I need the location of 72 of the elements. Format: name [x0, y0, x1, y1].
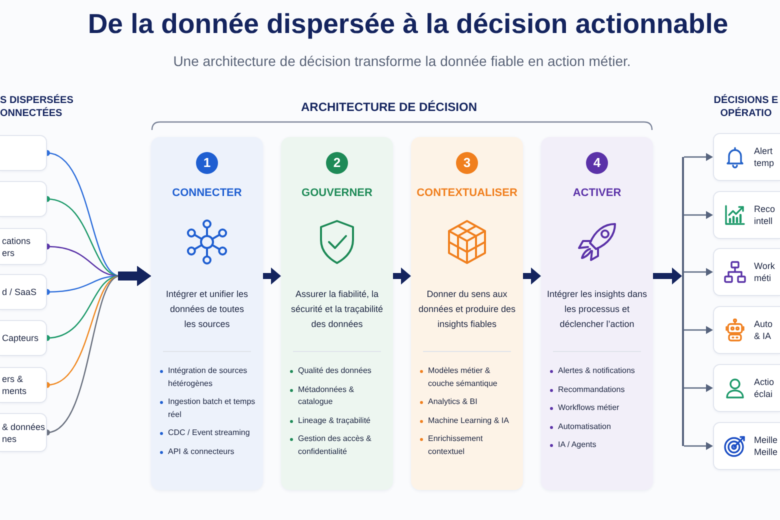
stage-panel [541, 137, 653, 490]
decision-card [713, 422, 780, 470]
bullet-item: Recommandations [549, 384, 647, 396]
decision-label: Actio éclai [754, 376, 776, 400]
stage-panel [281, 137, 393, 490]
arrow [684, 442, 713, 450]
stage-description: Donner du sens aux données et produire des insights fiables [417, 288, 517, 331]
decision-label: Alert temp [754, 145, 776, 169]
step-badge: 1 [196, 152, 218, 174]
decision-card [713, 191, 780, 239]
title: De la donnée dispersée à la décision actionnable [86, 7, 730, 41]
source-box [0, 228, 47, 265]
stage-description: Intégrer et unifier les données de toutes les sources [164, 288, 250, 331]
bullet-item: Enrichissement contextuel [419, 433, 517, 458]
decision-label: Reco intell [754, 203, 776, 227]
stage-description: Intégrer les insights dans les processus et déclencher l’action [546, 288, 648, 331]
section-heading: ARCHITECTURE DE DÉCISION [300, 100, 478, 115]
bullet-item: Alertes & notifications [549, 365, 647, 378]
decision-card [713, 133, 780, 181]
arrow [684, 326, 713, 334]
source-label: cations ers [2, 234, 32, 258]
stage-title: CONTEXTUALISER [416, 186, 518, 200]
arrow [393, 268, 411, 284]
step-badge: 3 [456, 152, 478, 174]
source-box [0, 320, 47, 356]
arrow [684, 153, 713, 161]
bullet-item: Modèles métier & couche sémantique [419, 365, 517, 390]
bullet-item: Automatisation [549, 420, 647, 433]
bullet-item: API & connecteurs [159, 446, 257, 458]
column-heading: S DISPERSÉES ONNECTÉES [0, 94, 74, 120]
stage-panel [411, 137, 523, 490]
arrow [684, 268, 713, 276]
arrow [263, 268, 281, 284]
arrow [523, 268, 541, 284]
decision-card [713, 248, 780, 296]
arrow [684, 211, 713, 219]
bullet-item: Qualité des données [289, 365, 387, 378]
source-box [0, 367, 47, 403]
bullet-item: IA / Agents [549, 439, 647, 452]
bullet-item: Machine Learning & IA [419, 414, 517, 427]
bullet-item: Métadonnées & catalogue [289, 384, 387, 408]
step-badge: 2 [326, 152, 348, 174]
source-box [0, 413, 47, 452]
bullet-item: Intégration de sources hétérogènes [159, 365, 257, 390]
stage-panel [151, 137, 263, 490]
decision-label: Auto & IA [754, 318, 774, 342]
source-box [0, 274, 47, 310]
arrow [653, 268, 682, 284]
bullet-item: Workflows métier [549, 402, 647, 414]
stage-title: GOUVERNER [302, 186, 372, 200]
stage-description: Assurer la fiabilité, la sécurité et la traçabilité des données [290, 288, 384, 331]
stage-title: CONNECTER [172, 186, 242, 200]
decision-card [713, 306, 780, 354]
bullet-item: Gestion des accès & confidentialité [289, 433, 387, 458]
decision-label: Meille Meille [754, 434, 779, 458]
source-box [0, 181, 47, 217]
bullet-item: Lineage & traçabilité [289, 414, 387, 427]
source-label: Capteurs [2, 332, 39, 344]
decision-card [713, 364, 780, 412]
bullet-item: CDC / Event streaming [159, 427, 257, 440]
decision-label: Work méti [754, 260, 776, 284]
arrow [684, 384, 713, 392]
source-label: & données nes [2, 420, 46, 444]
source-label: d / SaaS [2, 286, 37, 298]
column-heading: DÉCISIONS E OPÉRATIO [712, 94, 780, 120]
source-box [0, 135, 47, 171]
source-label: ers & ments [2, 373, 28, 397]
bullet-item: Analytics & BI [419, 396, 517, 408]
stage-title: ACTIVER [572, 186, 622, 200]
step-badge: 4 [586, 152, 608, 174]
subtitle: Une architecture de décision transforme la donnée fiable en action métier. [172, 52, 632, 70]
bullet-item: Ingestion batch et temps réel [159, 396, 257, 421]
